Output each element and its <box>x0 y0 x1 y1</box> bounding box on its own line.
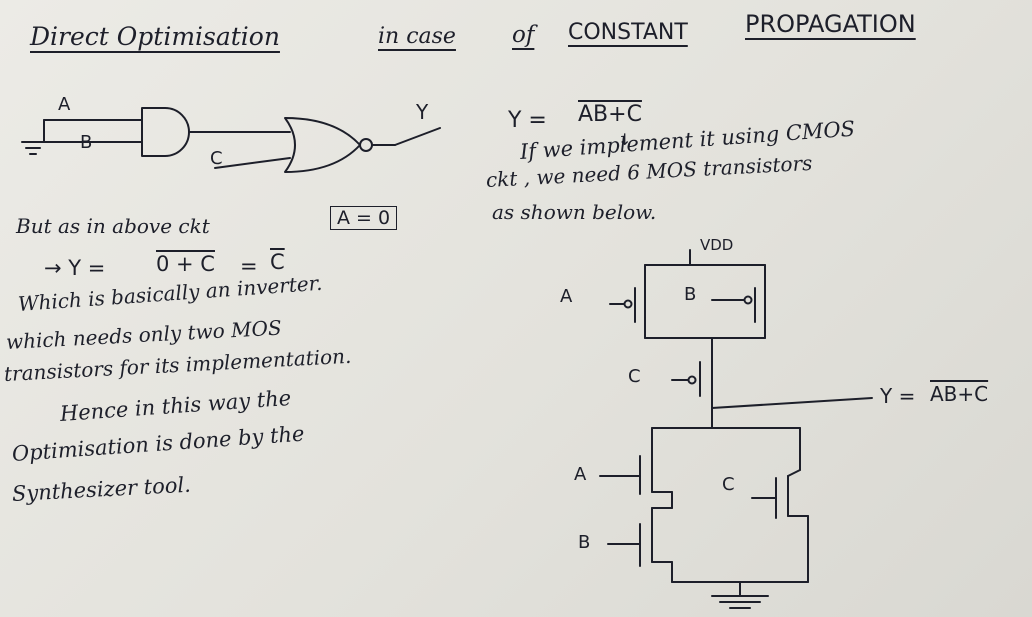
cmos-nmos-c-label: C <box>722 474 735 495</box>
title-direct-optimisation: Direct Optimisation <box>30 22 280 51</box>
note-but-text: But as in above ckt <box>16 214 210 238</box>
cmos-vdd-label: VDD <box>700 236 734 254</box>
reduction-prefix: → Y = <box>44 256 106 280</box>
gate-input-c-label: C <box>210 148 223 169</box>
cmos-output-y-label: Y = <box>880 384 916 408</box>
cmos-pmos-a-label: A <box>560 286 573 307</box>
cmos-nmos-a-label: A <box>574 464 587 485</box>
nor-gate-icon <box>284 117 361 173</box>
title-constant: CONSTANT <box>568 20 688 45</box>
reduction-expr: 0 + C <box>156 252 215 276</box>
title-of: of <box>512 22 535 48</box>
equation-rhs: AB+C <box>578 102 642 127</box>
cmos-pmos-b-label: B <box>684 284 697 305</box>
cmos-nmos-b-label: B <box>578 532 591 553</box>
gate-output-y-label: Y <box>416 100 429 124</box>
gate-input-a-label: A <box>58 94 71 115</box>
cmos-output-expr: AB+C <box>930 382 989 406</box>
reduction-eq: = <box>240 254 258 278</box>
reduction-result: C <box>270 250 285 274</box>
note-a-zero-box: A = 0 <box>330 206 398 230</box>
cmos-pmos-c-label: C <box>628 366 641 387</box>
gate-input-b-label: B <box>80 132 93 153</box>
and-gate-icon <box>141 107 190 157</box>
title-propagation: PROPAGATION <box>745 10 916 38</box>
note-right-line3: as shown below. <box>492 200 657 224</box>
equation-lhs: Y = <box>508 108 547 133</box>
equation-arrow: ↓ <box>618 130 632 149</box>
title-in-case: in case <box>378 24 456 49</box>
